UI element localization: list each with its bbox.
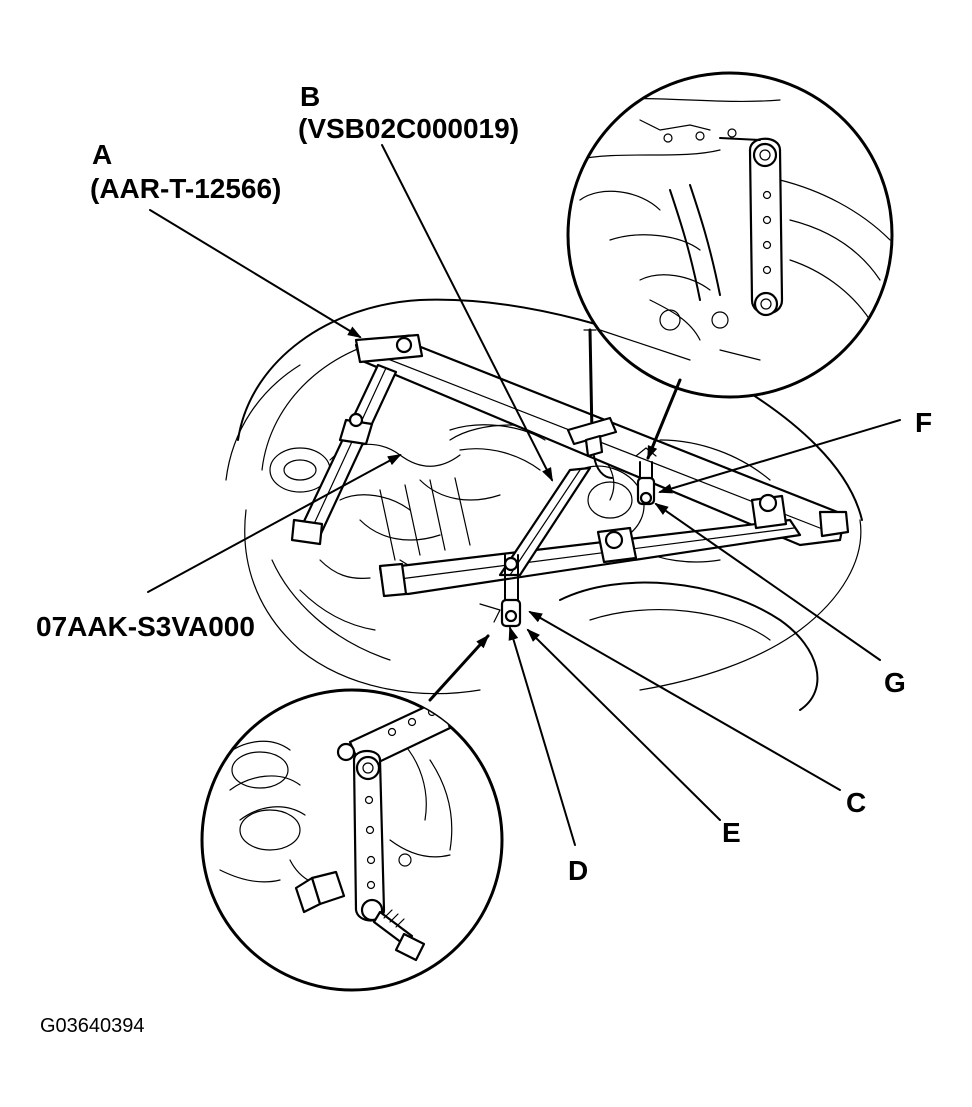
callout-e-letter: E — [722, 817, 741, 848]
callout-a-letter: A — [92, 139, 112, 170]
callout-b-letter: B — [300, 81, 320, 112]
callout-f-letter: F — [915, 407, 932, 438]
leader-tool — [147, 454, 402, 593]
leader-c — [528, 611, 841, 791]
threaded-hook-rod — [566, 328, 618, 479]
detail-inset-upper — [566, 71, 894, 460]
callout-c-letter: C — [846, 787, 866, 818]
callout-d-letter: D — [568, 855, 588, 886]
leader-f — [658, 419, 901, 494]
leader-d — [508, 626, 576, 846]
detail-inset-lower — [200, 634, 504, 992]
callout-g-letter: G — [884, 667, 906, 698]
leader-g — [654, 502, 881, 661]
support-beam-center-link — [498, 466, 850, 577]
labels: A (AAR-T-12566) B (VSB02C000019) F G C E… — [36, 81, 932, 1037]
figure-id: G03640394 — [40, 1015, 145, 1037]
support-beam-front — [378, 518, 802, 598]
tool-number-label: 07AAK-S3VA000 — [36, 611, 255, 642]
leader-a — [149, 209, 362, 339]
leader-lines — [147, 144, 901, 846]
support-beam-diagonal-left — [290, 363, 398, 546]
leader-e — [526, 628, 721, 821]
hanger-hook-c-d-e — [479, 554, 522, 628]
callout-b-part: (VSB02C000019) — [298, 113, 519, 144]
leader-b — [381, 144, 553, 482]
callout-a-part: (AAR-T-12566) — [90, 173, 281, 204]
